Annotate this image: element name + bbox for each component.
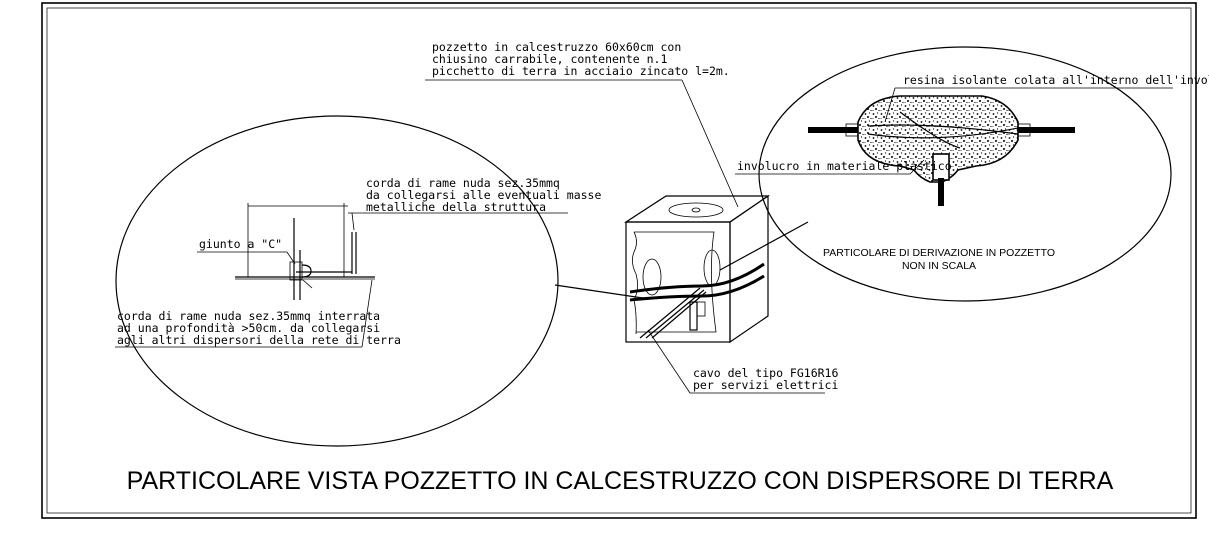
drawing-frame	[41, 2, 1197, 519]
detail-leader-right	[719, 221, 809, 271]
corda-interrata-line-2: ad una profondità >50cm. da collegarsi	[117, 321, 380, 335]
involucro-label: involucro in materiale plastico	[735, 159, 952, 175]
drawing-inner-frame	[46, 7, 1192, 514]
corda-masse-line-2: da collegarsi alle eventuali masse	[366, 188, 601, 202]
drawing-title: PARTICOLARE VISTA POZZETTO IN CALCESTRUZ…	[127, 467, 1114, 495]
detail-leader-left	[554, 284, 644, 299]
resina-text: resina isolante colata all'interno dell'…	[903, 73, 1209, 87]
involucro-text: involucro in materiale plastico	[737, 159, 952, 173]
resina-label: resina isolante colata all'interno dell'…	[884, 73, 1209, 123]
corda-interrata-label: corda di rame nuda sez.35mmq interrata a…	[115, 279, 401, 348]
pozzetto-line-2: chiusino carrabile, contenente n.1	[432, 52, 667, 66]
corda-interrata-line-1: corda di rame nuda sez.35mmq interrata	[117, 309, 380, 323]
pozzetto-line-1: pozzetto in calcestruzzo 60x60cm con	[432, 40, 681, 54]
earth-connection-detail-ellipse	[115, 115, 559, 447]
derivation-caption-line-2: NON IN SCALA	[902, 260, 976, 272]
cavo-label: cavo del tipo FG16R16 per servizi elettr…	[647, 329, 838, 394]
pozzetto-line-3: picchetto di terra in acciaio zincato l=…	[432, 64, 730, 78]
pozzetto-box	[623, 194, 770, 344]
corda-interrata-line-3: agli altri dispersori della rete di terr…	[117, 333, 401, 347]
giunto-text: giunto a "C"	[199, 237, 282, 251]
pozzetto-label: pozzetto in calcestruzzo 60x60cm con chi…	[425, 40, 739, 208]
corda-masse-label: corda di rame nuda sez.35mmq da collegar…	[348, 176, 601, 231]
corda-masse-line-1: corda di rame nuda sez.35mmq	[366, 176, 560, 190]
derivation-joint	[808, 95, 1075, 206]
structure-drawing	[235, 203, 375, 300]
cavo-line-1: cavo del tipo FG16R16	[693, 366, 838, 380]
derivation-caption-line-1: PARTICOLARE DI DERIVAZIONE IN POZZETTO	[823, 247, 1055, 259]
corda-masse-line-3: metalliche della struttura	[366, 200, 546, 214]
giunto-label: giunto a "C"	[197, 237, 296, 265]
cavo-line-2: per servizi elettrici	[693, 378, 838, 392]
